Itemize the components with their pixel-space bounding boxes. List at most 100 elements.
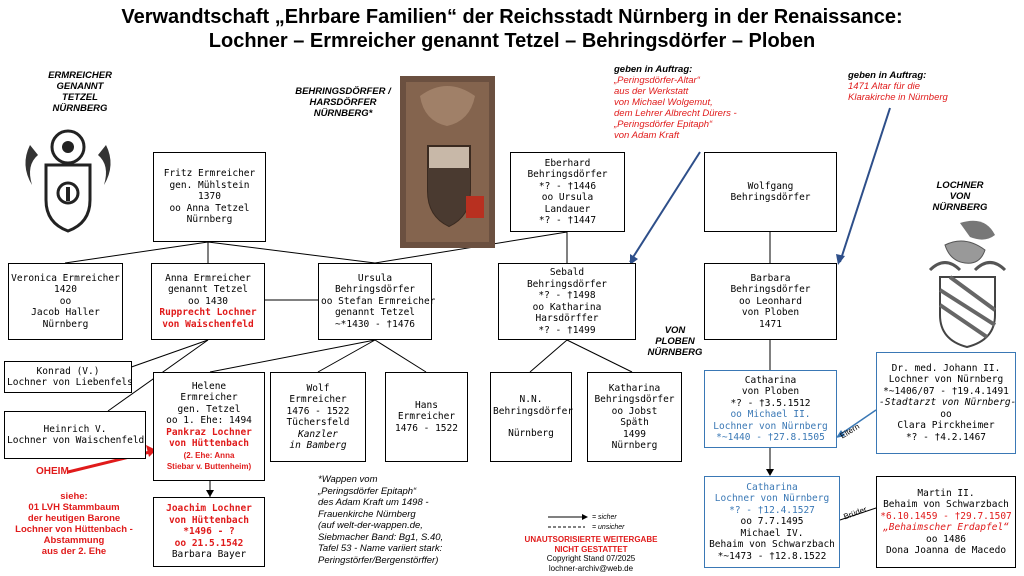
- box-line: Clara Pirckheimer: [879, 420, 1013, 432]
- box-line: Ursula: [321, 273, 429, 285]
- siehe-line: Abstammung: [4, 535, 144, 546]
- label-ploben: VON PLOBEN NÜRNBERG: [645, 325, 705, 358]
- box-line: von Ploben: [707, 307, 834, 319]
- wappen-line: des Adam Kraft um 1498 -: [318, 497, 493, 509]
- box-line: Lochner von Nürnberg: [707, 493, 837, 505]
- box-line: Behringsdörfer: [590, 394, 679, 406]
- label-line: ERMREICHER: [30, 70, 130, 81]
- label-line: GENANNT: [30, 81, 130, 92]
- box-line: *? - †1446: [513, 181, 622, 193]
- wappen-line: Frauenkirche Nürnberg: [318, 509, 493, 521]
- label-line: NÜRNBERG: [645, 347, 705, 358]
- wappen-line: „Peringsdörfer Epitaph“: [318, 486, 493, 498]
- label-line: NÜRNBERG: [920, 202, 1000, 213]
- box-line: oo 1486: [879, 534, 1013, 546]
- person-box-martin: Martin II. Behaim von Schwarzbach *6.10.…: [876, 476, 1016, 568]
- label-line: NÜRNBERG: [30, 103, 130, 114]
- box-line: Behringsdörfer: [513, 169, 622, 181]
- box-line: Eberhard: [513, 158, 622, 170]
- box-line: Barbara Bayer: [156, 549, 262, 561]
- box-line: Katharina: [590, 383, 679, 395]
- box-line: oo 21.5.1542: [156, 538, 262, 550]
- box-line: Veronica Ermreicher: [11, 273, 120, 285]
- box-line: oo Michael II.: [707, 409, 834, 421]
- siehe-line: siehe:: [4, 491, 144, 502]
- person-box-eberhard: Eberhard Behringsdörfer *? - †1446 oo Ur…: [510, 152, 625, 232]
- auftrag-line: „Peringsdörfer-Altar“: [614, 75, 764, 86]
- auftrag-head: geben in Auftrag:: [614, 64, 764, 75]
- person-box-johann: Dr. med. Johann II. Lochner von Nürnberg…: [876, 352, 1016, 454]
- box-line: oo Katharina: [501, 302, 633, 314]
- legend-unsure: = unsicher: [592, 522, 625, 533]
- box-line: Anna Ermreicher: [154, 273, 262, 285]
- box-line: oo 7.7.1495: [707, 516, 837, 528]
- box-line: 1476 - 1522: [273, 406, 363, 418]
- box-line: Pankraz Lochner: [156, 427, 262, 439]
- box-line: -Stadtarzt von Nürnberg-: [879, 397, 1013, 409]
- box-line: *6.10.1459 - †29.7.1507: [879, 511, 1013, 523]
- label-line: VON: [920, 191, 1000, 202]
- label-line: PLOBEN: [645, 336, 705, 347]
- siehe-line: der heutigen Barone: [4, 513, 144, 524]
- oheim-label: OHEIM: [36, 466, 69, 477]
- auftrag-head: geben in Auftrag:: [848, 70, 978, 81]
- person-box-catharina-ploben: Catharina von Ploben *? - †3.5.1512 oo M…: [704, 370, 837, 448]
- box-line: Rupprecht Lochner: [154, 307, 262, 319]
- box-line: Behringsdörfer: [707, 192, 834, 204]
- box-line: *? - †3.5.1512: [707, 398, 834, 410]
- label-line: VON: [645, 325, 705, 336]
- label-line: HARSDÖRFER: [288, 97, 398, 108]
- box-line: Hans: [388, 400, 465, 412]
- label-lochner: LOCHNER VON NÜRNBERG: [920, 180, 1000, 213]
- box-line: Catharina: [707, 375, 834, 387]
- person-box-hans: Hans Ermreicher 1476 - 1522: [385, 372, 468, 462]
- person-box-wolfgang: Wolfgang Behringsdörfer: [704, 152, 837, 232]
- box-line: oo Stefan Ermreicher: [321, 296, 429, 308]
- person-box-catharina-lochner: Catharina Lochner von Nürnberg *? - †12.…: [704, 476, 840, 568]
- box-line: Wolfgang: [707, 181, 834, 193]
- auftrag-line: 1471 Altar für die: [848, 81, 978, 92]
- box-line: Nürnberg: [493, 428, 569, 440]
- auftrag-line: aus der Werkstatt: [614, 86, 764, 97]
- label-line: NÜRNBERG*: [288, 108, 398, 119]
- box-line: oo Leonhard: [707, 296, 834, 308]
- auftrag-line: von Michael Wolgemut,: [614, 97, 764, 108]
- auftrag-note-1: geben in Auftrag: „Peringsdörfer-Altar“ …: [614, 64, 764, 141]
- box-line: *? - †1447: [513, 215, 622, 227]
- box-line: Sebald: [501, 267, 633, 279]
- auftrag-note-2: geben in Auftrag: 1471 Altar für die Kla…: [848, 70, 978, 103]
- person-box-heinrich: Heinrich V. Lochner von Waischenfeld: [4, 411, 146, 459]
- box-line: genannt Tetzel: [154, 284, 262, 296]
- box-line: oo 1. Ehe: 1494: [156, 415, 262, 427]
- box-line: Catharina: [707, 482, 837, 494]
- box-line: *? - †4.2.1467: [879, 432, 1013, 444]
- box-line: *1496 - ?: [156, 526, 262, 538]
- box-line: Lochner von Waischenfeld: [7, 435, 143, 447]
- lochner-crest-icon: [925, 215, 1010, 350]
- copyright-line: NICHT GESTATTET: [516, 545, 666, 555]
- box-line: von Ploben: [707, 386, 834, 398]
- box-line: 1476 - 1522: [388, 423, 465, 435]
- box-line: Nürnberg: [156, 214, 263, 226]
- behringsdoerfer-crest-icon: [400, 76, 495, 248]
- person-box-nn: N.N. Behringsdörfer Nürnberg: [490, 372, 572, 462]
- auftrag-line: von Adam Kraft: [614, 130, 764, 141]
- box-line: Späth: [590, 417, 679, 429]
- label-line: LOCHNER: [920, 180, 1000, 191]
- box-line: von Hüttenbach: [156, 515, 262, 527]
- person-box-sebald: Sebald Behringsdörfer *? - †1498 oo Kath…: [498, 263, 636, 340]
- box-line: Wolf: [273, 383, 363, 395]
- box-line: 1370: [156, 191, 263, 203]
- box-line: 1499: [590, 429, 679, 441]
- box-line: Jacob Haller: [11, 307, 120, 319]
- label-behringsdoerfer: BEHRINGSDÖRFER / HARSDÖRFER NÜRNBERG*: [288, 86, 398, 119]
- box-line: *? - †1498: [501, 290, 633, 302]
- person-box-konrad: Konrad (V.) Lochner von Liebenfels: [4, 361, 132, 393]
- box-line: 1420: [11, 284, 120, 296]
- box-line: ~*1430 - †1476: [321, 319, 429, 331]
- siehe-line: aus der 2. Ehe: [4, 546, 144, 557]
- siehe-line: 01 LVH Stammbaum: [4, 502, 144, 513]
- wappen-note: *Wappen vom „Peringsdörfer Epitaph“ des …: [318, 474, 493, 566]
- box-line: Konrad (V.): [7, 366, 129, 378]
- box-line: Kanzler: [273, 429, 363, 441]
